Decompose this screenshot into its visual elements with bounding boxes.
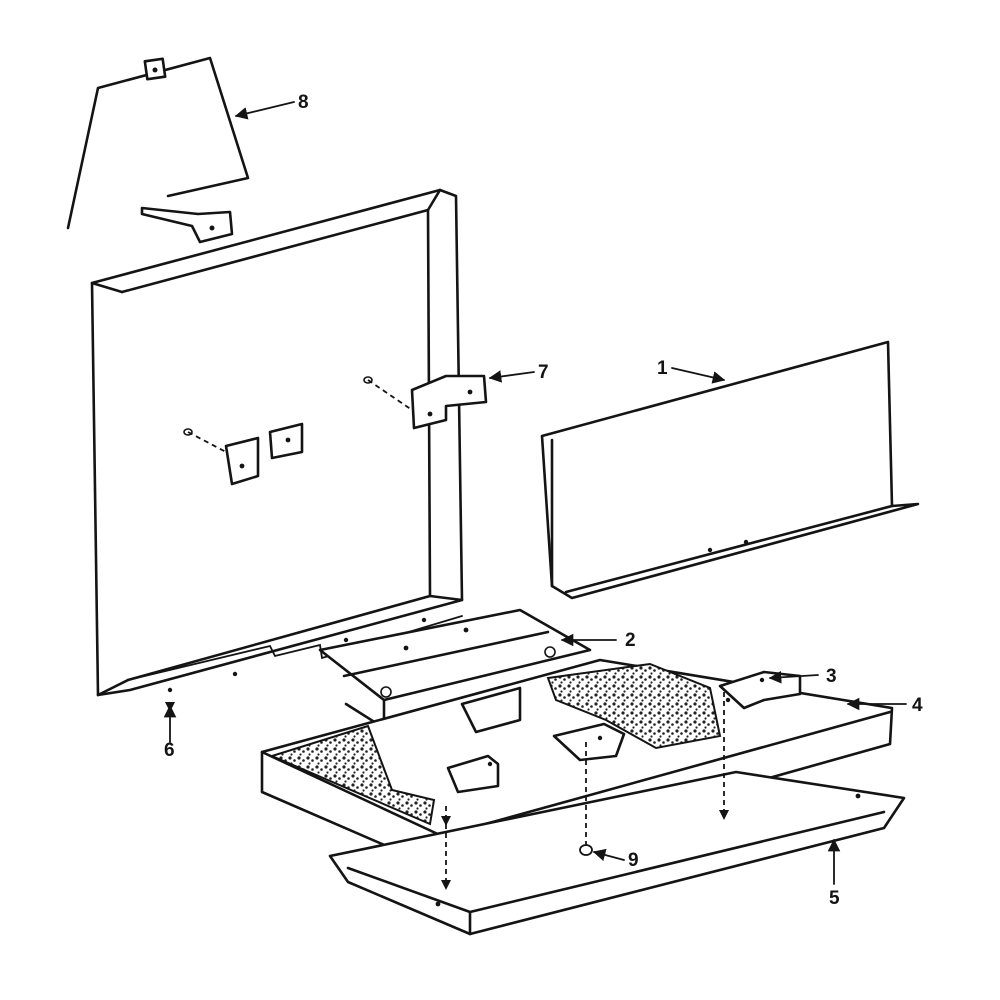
callout-3: 3 [826,666,837,687]
part-2-rail [318,608,592,730]
part-1-shelf-panel [540,340,920,600]
callout-5: 5 [829,888,840,909]
callout-6: 6 [164,740,175,761]
callout-2: 2 [625,630,636,651]
frame-panel [90,188,488,697]
callout-leaders [163,101,907,885]
callout-1: 1 [657,358,668,379]
part-4-tray [260,658,894,872]
callout-8: 8 [298,92,309,113]
callout-9: 9 [628,850,639,871]
part-8-wire-bracket [66,56,250,244]
callout-7: 7 [538,362,549,383]
part-5-base-plate [328,770,906,936]
callout-labels: 1 2 3 4 5 6 7 8 9 [164,92,923,909]
callout-4: 4 [912,695,923,716]
